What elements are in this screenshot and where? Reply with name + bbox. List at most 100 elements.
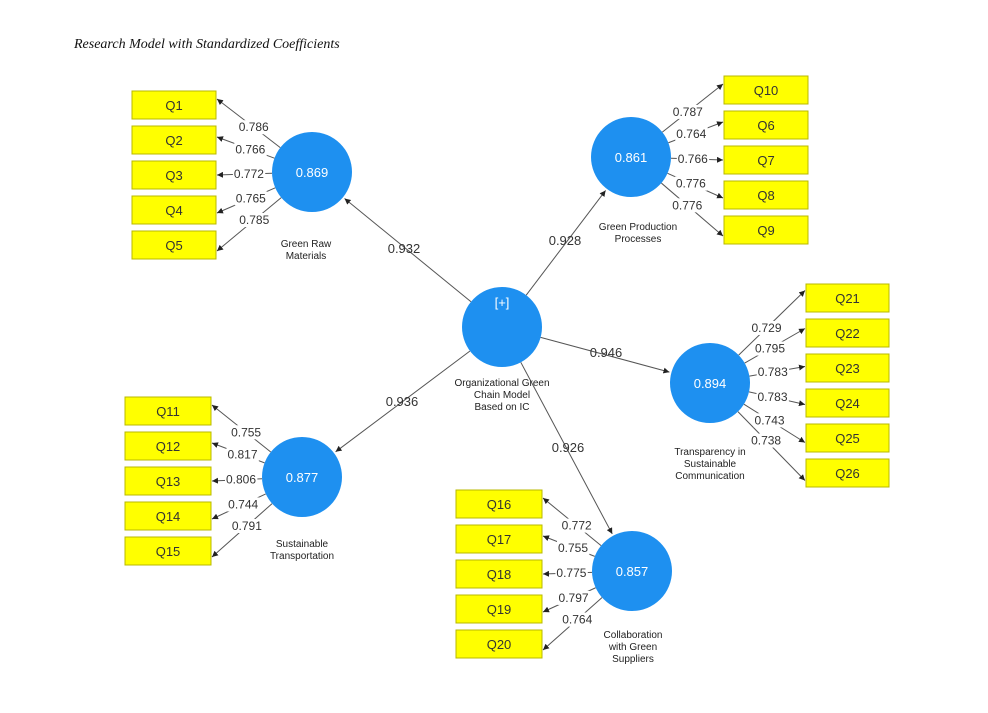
indicator-q6: Q6	[723, 110, 809, 140]
loading-label-bg	[238, 213, 271, 228]
loading-label-bg	[674, 176, 708, 191]
indicator-q23: Q23	[805, 353, 890, 383]
indicator-q7: Q7	[723, 145, 809, 175]
loading-label-bg	[225, 472, 258, 487]
loading-value: 0.776	[672, 198, 702, 212]
indicator-box	[805, 318, 890, 348]
loading-label-bg	[227, 497, 260, 512]
construct-label-line: Communication	[675, 471, 744, 482]
loading-value: 0.775	[556, 566, 586, 580]
construct-value: [+]	[495, 295, 510, 310]
indicator-label: Q24	[835, 396, 860, 411]
loading-value: 0.772	[234, 167, 264, 181]
indicator-box	[723, 75, 809, 105]
indicator-box	[805, 353, 890, 383]
indicator-label: Q7	[757, 153, 774, 168]
path-coefficient: 0.932	[388, 241, 421, 256]
indicator-q1: Q1	[131, 90, 217, 120]
path-edge-tsc	[540, 336, 670, 374]
loading-value: 0.791	[232, 519, 262, 533]
construct-cgs: 0.857	[592, 531, 672, 611]
indicator-box	[455, 524, 543, 554]
loading-label-bg	[756, 365, 790, 380]
indicator-q17: Q17	[455, 524, 543, 554]
loading-label-bg	[750, 320, 783, 335]
indicator-q12: Q12	[124, 431, 212, 461]
path-coefficient: 0.928	[549, 233, 582, 248]
indicator-q20: Q20	[455, 629, 543, 659]
construct-value: 0.857	[616, 564, 649, 579]
indicator-box	[723, 215, 809, 245]
construct-label-line: Collaboration	[604, 630, 663, 641]
indicator-q16: Q16	[455, 489, 543, 519]
path-coefficient: 0.936	[386, 394, 419, 409]
loading-value: 0.764	[676, 127, 706, 141]
indicator-box	[131, 90, 217, 120]
indicator-label: Q26	[835, 466, 860, 481]
indicator-q8: Q8	[723, 180, 809, 210]
indicator-label: Q12	[156, 439, 181, 454]
indicator-q25: Q25	[805, 423, 890, 453]
loading-label-bg	[676, 152, 710, 167]
loading-value: 0.787	[673, 105, 703, 119]
indicator-label: Q25	[835, 431, 860, 446]
loading-label-bg	[754, 341, 787, 356]
loading-label-bg	[561, 612, 594, 627]
path-coefficient: 0.926	[552, 440, 585, 455]
loading-label-bg	[230, 519, 264, 534]
indicator-label: Q10	[754, 83, 779, 98]
indicator-q26: Q26	[805, 458, 890, 488]
indicator-q3: Q3	[131, 160, 217, 190]
indicator-box	[805, 283, 890, 313]
indicator-label: Q3	[165, 168, 182, 183]
loading-value: 0.743	[755, 413, 785, 427]
loading-label-bg	[671, 198, 704, 213]
loading-value: 0.772	[562, 519, 592, 533]
indicator-box	[805, 458, 890, 488]
indicator-box	[124, 431, 212, 461]
construct-label-line: Chain Model	[474, 390, 530, 401]
indicator-label: Q20	[487, 637, 512, 652]
construct-value: 0.894	[694, 376, 727, 391]
indicator-q18: Q18	[455, 559, 543, 589]
construct-value: 0.869	[296, 165, 329, 180]
loading-value: 0.766	[678, 152, 708, 166]
construct-label-line: Transparency in	[674, 447, 745, 458]
indicator-q19: Q19	[455, 594, 543, 624]
indicator-label: Q6	[757, 118, 774, 133]
construct-circle	[262, 437, 342, 517]
construct-label-line: Sustainable	[276, 539, 329, 550]
loading-label-bg	[675, 127, 708, 142]
indicator-label: Q5	[165, 238, 182, 253]
loading-value: 0.797	[559, 591, 589, 605]
indicator-box	[131, 230, 217, 260]
loading-value: 0.729	[752, 321, 782, 335]
path-edge-cgs	[520, 362, 613, 535]
loading-label-bg	[557, 540, 590, 555]
construct-label-line: Processes	[615, 234, 662, 245]
indicator-label: Q17	[487, 532, 512, 547]
construct-organizational-green-chain: [+]	[462, 287, 542, 367]
indicator-label: Q18	[487, 567, 512, 582]
loading-value: 0.744	[228, 497, 258, 511]
construct-circle	[591, 117, 671, 197]
loading-label-bg	[232, 166, 266, 181]
path-edge-st	[335, 350, 471, 453]
construct-st: 0.877	[262, 437, 342, 517]
loading-label-bg	[230, 425, 263, 440]
indicator-box	[805, 423, 890, 453]
indicator-label: Q16	[487, 497, 512, 512]
indicator-label: Q11	[156, 404, 180, 419]
indicator-label: Q4	[165, 203, 182, 218]
path-edge-gpp	[525, 190, 607, 296]
loading-value: 0.765	[236, 191, 266, 205]
indicator-box	[455, 489, 543, 519]
construct-label-line: Organizational Green	[454, 378, 549, 389]
indicator-box	[455, 629, 543, 659]
indicator-label: Q13	[156, 474, 181, 489]
indicator-label: Q23	[835, 361, 860, 376]
indicator-label: Q8	[757, 188, 774, 203]
indicator-box	[124, 396, 212, 426]
construct-gpp: 0.861	[591, 117, 671, 197]
loading-label-bg	[671, 104, 705, 119]
